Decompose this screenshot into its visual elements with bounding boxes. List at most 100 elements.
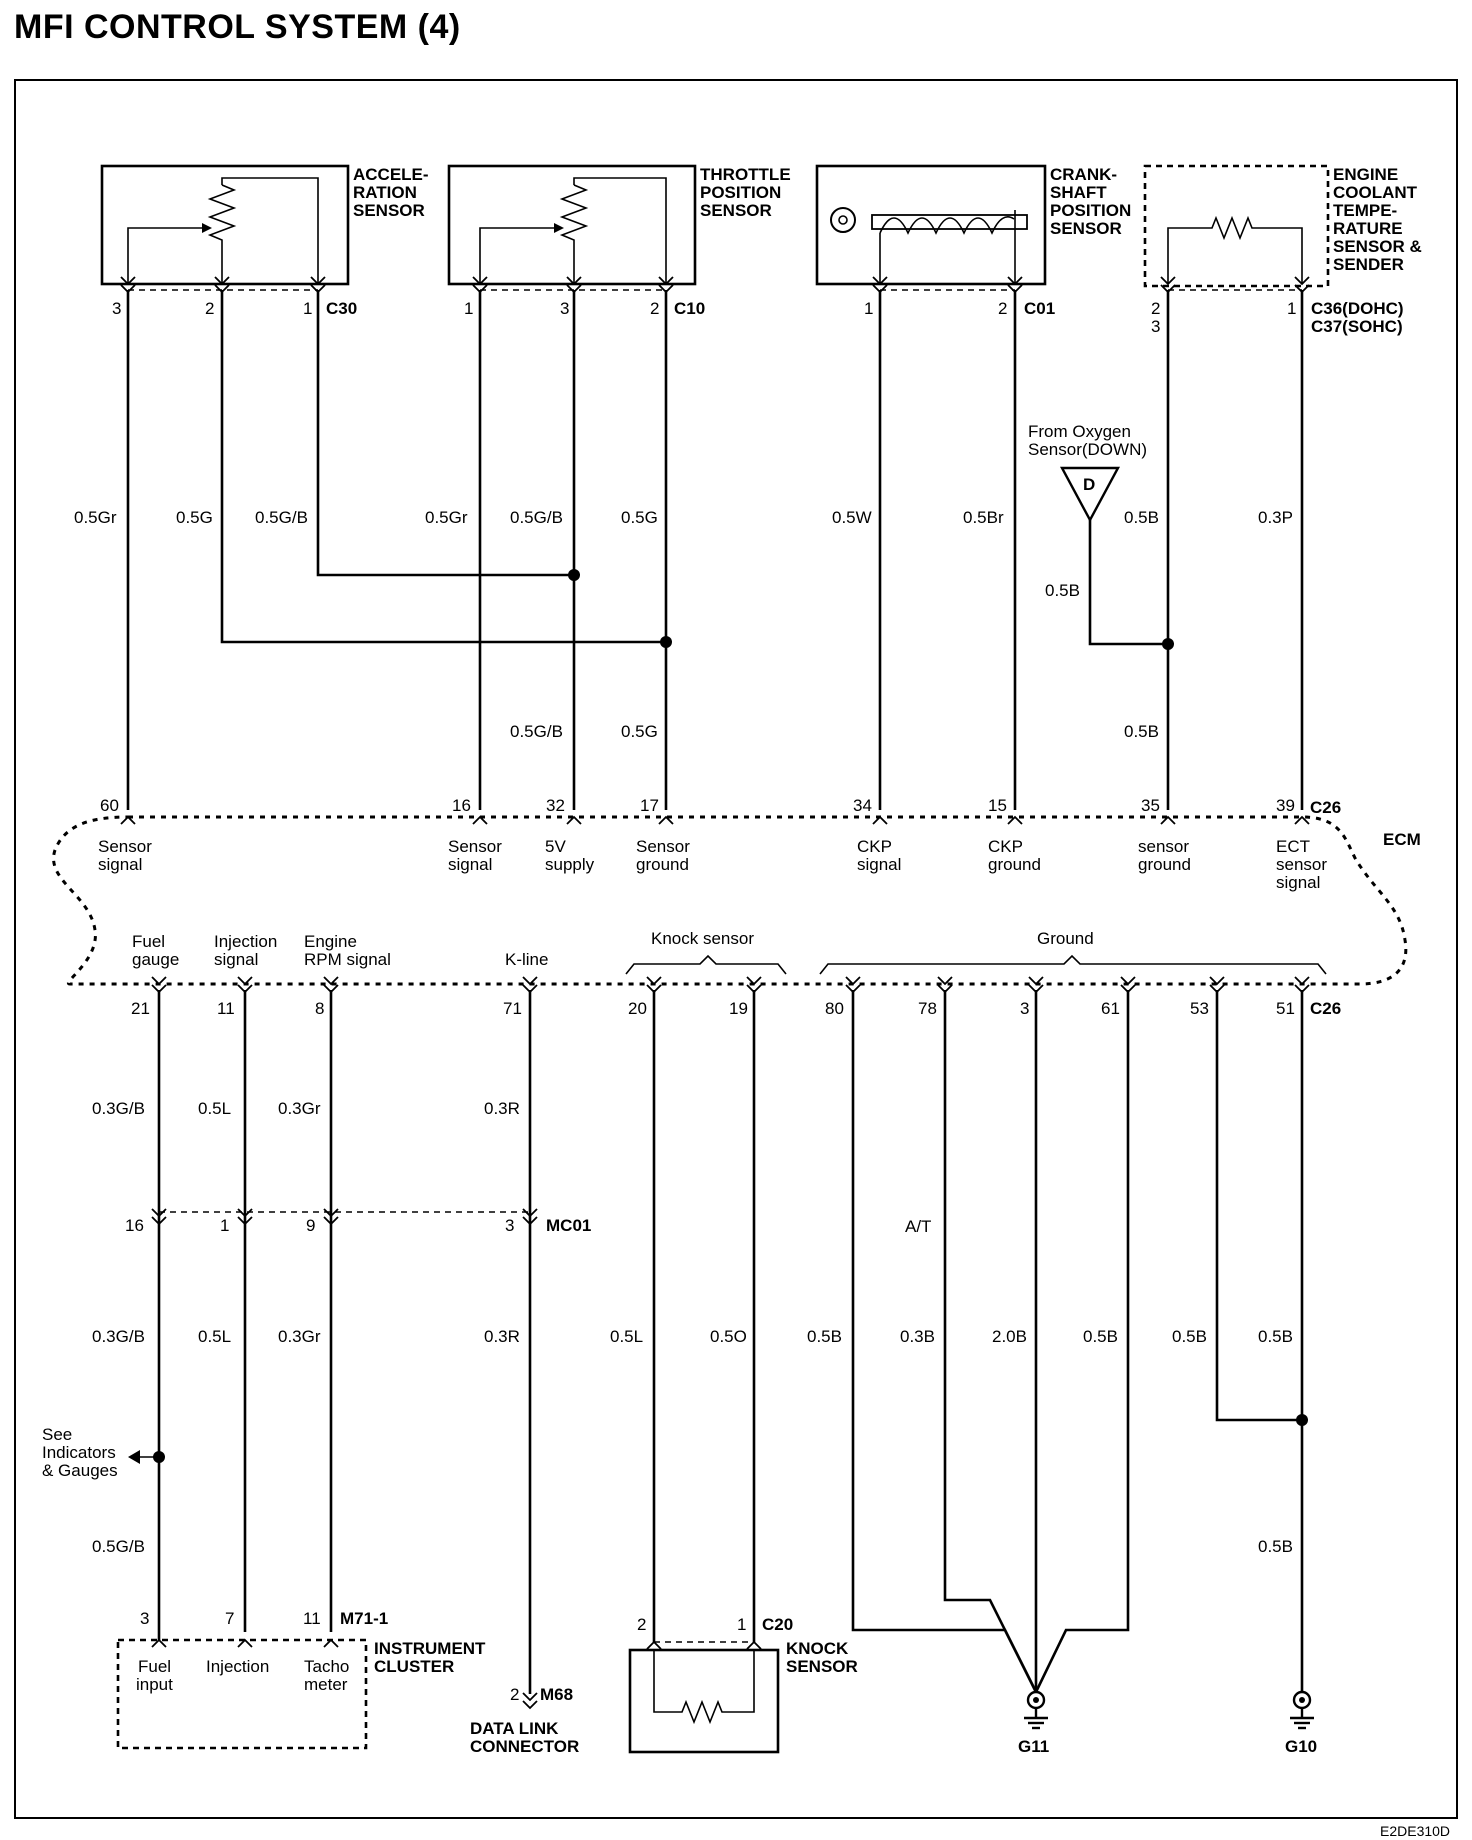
tps-pin-3: 3 <box>560 299 569 318</box>
oxygen-text-2: Sensor(DOWN) <box>1028 440 1147 459</box>
knock-pin-1: 1 <box>737 1615 746 1634</box>
oxygen-flag: D <box>1083 475 1095 494</box>
ect-name-5: SENSOR & <box>1333 237 1422 256</box>
ect-name-2: COOLANT <box>1333 183 1418 202</box>
ecm-label-fuel-b: gauge <box>132 950 179 969</box>
cluster-in-injection: Injection <box>206 1657 269 1676</box>
ecm-top-connector: C26 <box>1310 798 1341 817</box>
ecm-pin-51: 51 <box>1276 999 1295 1018</box>
wire-a2: 0.5G <box>176 508 213 527</box>
ecm-pin-60: 60 <box>100 796 119 815</box>
ecm-pin-39: 39 <box>1276 796 1295 815</box>
crankshaft-position-sensor: CRANK- SHAFT POSITION SENSOR 1 2 C01 <box>815 164 1131 318</box>
ecm-label-ckp-signal-b: signal <box>857 855 901 874</box>
oxygen-text-1: From Oxygen <box>1028 422 1131 441</box>
dlc-connector: M68 <box>540 1685 573 1704</box>
ecm-label-inj-a: Injection <box>214 932 277 951</box>
ecm-pin-20: 20 <box>628 999 647 1018</box>
note-at: A/T <box>905 1217 931 1236</box>
wire-f3: 0.3Gr <box>278 1327 321 1346</box>
bottom-wire-labels: 0.3G/B 0.5L 0.3Gr 0.3R 0.3G/B 0.5L 0.3Gr… <box>42 1099 1293 1556</box>
instrument-cluster: 3 7 11 M71-1 Fuel input Injection Tacho … <box>116 1609 486 1750</box>
ect-pin-2: 2 <box>1151 299 1160 318</box>
ecm-pin-21: 21 <box>131 999 150 1018</box>
dlc-name-2: CONNECTOR <box>470 1737 579 1756</box>
cluster-name-1: INSTRUMENT <box>374 1639 486 1658</box>
ecm-group-ground: Ground <box>1037 929 1094 948</box>
ckp-name-2: SHAFT <box>1050 183 1107 202</box>
wire-f10: 0.5B <box>1083 1327 1118 1346</box>
ecm-label-ect-c: signal <box>1276 873 1320 892</box>
ecm-label-sensor-signal-1a: Sensor <box>98 837 152 856</box>
ecm-label-kline: K-line <box>505 950 548 969</box>
ckp-name-1: CRANK- <box>1050 165 1117 184</box>
wire-g1: 0.5G/B <box>92 1537 145 1556</box>
ecm-label-sensor-ground2-b: ground <box>1138 855 1191 874</box>
mc01-connector: 16 1 9 3 MC01 <box>125 1208 591 1235</box>
ecm-pin-15: 15 <box>988 796 1007 815</box>
ecm-pin-19: 19 <box>729 999 748 1018</box>
ckp-pin-1: 1 <box>864 299 873 318</box>
top-wiring <box>126 290 1304 810</box>
wire-b2-lower: 0.5G/B <box>510 722 563 741</box>
ect-pin-1: 1 <box>1287 299 1296 318</box>
ckp-pin-2: 2 <box>998 299 1007 318</box>
wire-f4: 0.3R <box>484 1327 520 1346</box>
ecm-label-ckp-signal-a: CKP <box>857 837 892 856</box>
accel-pin-2: 2 <box>205 299 214 318</box>
ecm-pin-32: 32 <box>546 796 565 815</box>
cluster-in-input: input <box>136 1675 173 1694</box>
ecm-pin-80: 80 <box>825 999 844 1018</box>
ecm-label-ect-b: sensor <box>1276 855 1327 874</box>
ecm-label-5v-a: 5V <box>545 837 566 856</box>
ground-g10: G10 <box>1285 1690 1317 1756</box>
ecm-label-ckp-ground-b: ground <box>988 855 1041 874</box>
ecm-label: ECM <box>1383 830 1421 849</box>
wire-d2: 0.3P <box>1258 508 1293 527</box>
ecm-pin-16: 16 <box>452 796 471 815</box>
note-see-1: See <box>42 1425 72 1444</box>
cluster-pin-3: 3 <box>140 1609 149 1628</box>
wire-o2: 0.5B <box>1045 581 1080 600</box>
ckp-connector: C01 <box>1024 299 1055 318</box>
ecm-pin-61: 61 <box>1101 999 1120 1018</box>
wire-b3-lower: 0.5G <box>621 722 658 741</box>
ecm-label-inj-b: signal <box>214 950 258 969</box>
wire-g2: 0.5B <box>1258 1537 1293 1556</box>
ect-connector-sohc: C37(SOHC) <box>1311 317 1403 336</box>
tps-connector: C10 <box>674 299 705 318</box>
ecm-label-sensor-signal-2b: signal <box>448 855 492 874</box>
oxygen-sensor-reference: From Oxygen Sensor(DOWN) D <box>1028 422 1147 523</box>
ect-name-6: SENDER <box>1333 255 1404 274</box>
ect-connector-dohc: C36(DOHC) <box>1311 299 1404 318</box>
accel-pin-1: 1 <box>303 299 312 318</box>
figure-code: E2DE310D <box>1380 1823 1450 1839</box>
ecm-pin-53: 53 <box>1190 999 1209 1018</box>
cluster-pin-11: 11 <box>303 1609 321 1628</box>
knock-name-2: SENSOR <box>786 1657 858 1676</box>
wire-c2: 0.5Br <box>963 508 1004 527</box>
wire-e2: 0.5L <box>198 1099 231 1118</box>
data-link-connector: 2 M68 DATA LINK CONNECTOR <box>470 1685 579 1756</box>
ecm-label-sensor-signal-2a: Sensor <box>448 837 502 856</box>
wire-f7: 0.5B <box>807 1327 842 1346</box>
tps-name-3: SENSOR <box>700 201 772 220</box>
tps-pin-2: 2 <box>650 299 659 318</box>
wire-f5: 0.5L <box>610 1327 643 1346</box>
knock-pin-2: 2 <box>637 1615 646 1634</box>
cluster-connector: M71-1 <box>340 1609 388 1628</box>
ect-name-3: TEMPE- <box>1333 201 1397 220</box>
ecm-label-5v-b: supply <box>545 855 595 874</box>
wire-f6: 0.5O <box>710 1327 747 1346</box>
ecm-label-rpm-b: RPM signal <box>304 950 391 969</box>
wire-f8: 0.3B <box>900 1327 935 1346</box>
cluster-in-meter: meter <box>304 1675 348 1694</box>
ecm-pin-8: 8 <box>315 999 324 1018</box>
top-wire-labels: 0.5Gr 0.5G 0.5G/B 0.5Gr 0.5G/B 0.5G 0.5W… <box>74 508 1293 741</box>
tps-pin-1: 1 <box>464 299 473 318</box>
ecm-label-sensor-signal-1b: signal <box>98 855 142 874</box>
wire-b3: 0.5G <box>621 508 658 527</box>
ect-name-1: ENGINE <box>1333 165 1398 184</box>
wire-b2: 0.5G/B <box>510 508 563 527</box>
